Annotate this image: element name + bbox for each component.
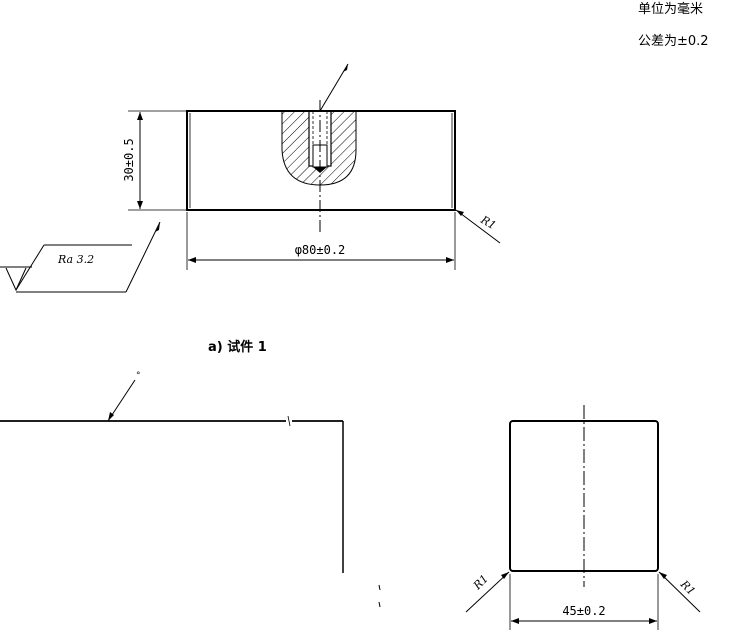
roughness-symbol: Ra 3.2 <box>0 221 161 293</box>
specimen1-caption: a) 试件 1 <box>208 340 267 355</box>
specimen2-side-view: ° <box>0 371 381 608</box>
square-radius-left: R1 <box>470 572 491 593</box>
specimen1-radius: R1 <box>478 213 499 232</box>
height-dimension: 30±0.5 <box>122 138 136 181</box>
unit-note: 单位为毫米 <box>638 2 704 17</box>
tolerance-note: 公差为±0.2 <box>638 34 709 49</box>
leader-mark: ° <box>136 371 141 381</box>
width-dimension: 45±0.2 <box>562 604 605 618</box>
specimen1-body <box>186 110 456 211</box>
specimen2-square-view: 45±0.2 R1 R1 <box>465 405 701 630</box>
specimen1-view: 30±0.5 φ80±0.2 R1 Ra 3.2 <box>0 63 501 293</box>
roughness-label: Ra 3.2 <box>57 253 94 266</box>
diameter-dimension: φ80±0.2 <box>295 243 346 257</box>
square-radius-right: R1 <box>677 577 698 598</box>
